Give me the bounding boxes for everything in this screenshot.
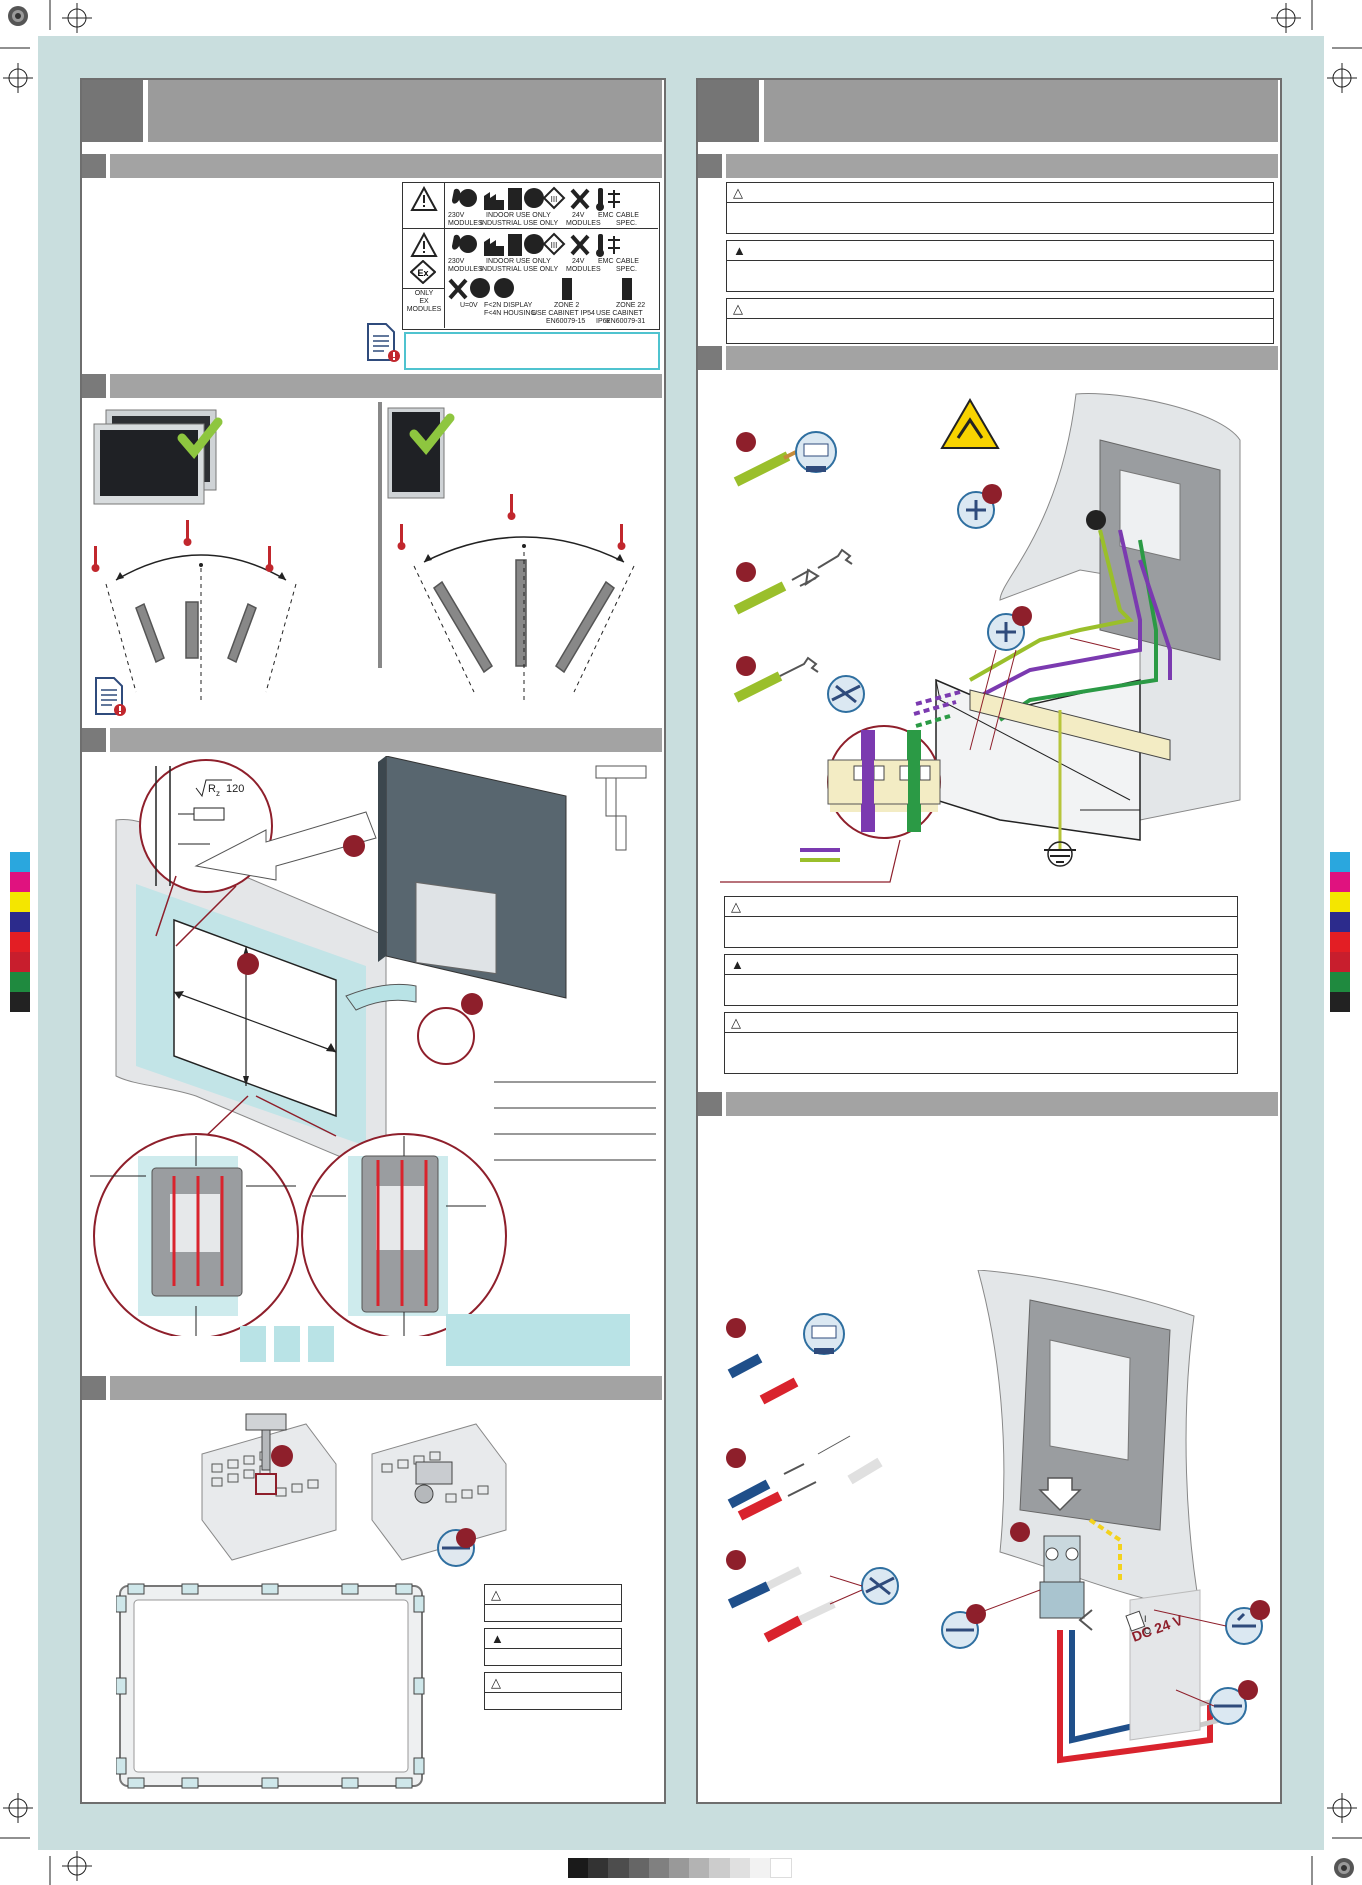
caution-icon: △ bbox=[491, 1587, 501, 1602]
notice-box-1: △ bbox=[726, 298, 1274, 344]
right-chapter-title bbox=[764, 80, 1278, 142]
section-3-title bbox=[110, 728, 662, 752]
left-chapter-title bbox=[148, 80, 662, 142]
caution-icon-1: △ bbox=[733, 185, 743, 200]
section-3-number bbox=[82, 728, 106, 752]
cutout-diagram: R z 120 bbox=[90, 756, 656, 1336]
warning-icon-2 bbox=[410, 232, 438, 257]
spec-box-2 bbox=[274, 1326, 300, 1362]
registration-mark-top-left bbox=[6, 4, 30, 28]
divider bbox=[378, 402, 382, 668]
ex-modules-label: EX MODULES bbox=[406, 298, 442, 313]
equipotential-bonding-diagram bbox=[720, 393, 1241, 883]
caution-box-2: △ bbox=[724, 896, 1238, 948]
notice-icon: △ bbox=[491, 1675, 501, 1690]
spec-note-box bbox=[446, 1314, 630, 1366]
mounting-clamp-diagram bbox=[201, 1413, 507, 1567]
roughness-symbol: R bbox=[208, 783, 216, 795]
power-connection-diagram: DC 24 V I O bbox=[726, 1270, 1270, 1764]
notice-box-left: △ bbox=[484, 1672, 622, 1710]
warning-icon-filled: ▲ bbox=[491, 1631, 504, 1646]
section-4-number bbox=[82, 1376, 106, 1400]
section-1-title bbox=[110, 154, 662, 178]
section-7-title bbox=[726, 1092, 1278, 1116]
mounting-orientation-landscape bbox=[91, 409, 297, 702]
svg-text:Ex: Ex bbox=[417, 268, 428, 278]
caution-box-1: △ bbox=[726, 182, 1274, 234]
registration-mark-bottom-right bbox=[1332, 1856, 1356, 1880]
switch-off-label: O bbox=[1144, 1626, 1151, 1636]
section-4-title bbox=[110, 1376, 662, 1400]
notice-box-2: △ bbox=[724, 1012, 1238, 1074]
color-bar-left bbox=[10, 852, 30, 1012]
roughness-value: 120 bbox=[226, 783, 244, 795]
spec-box-1 bbox=[240, 1326, 266, 1362]
clamp-positions-frame bbox=[116, 1583, 425, 1789]
section-5-number bbox=[698, 154, 722, 178]
caution-icon-2: △ bbox=[731, 899, 741, 914]
document-warning-icon bbox=[367, 323, 400, 362]
symbol-icons-row-1: III bbox=[452, 186, 620, 211]
section-1-number bbox=[82, 154, 106, 178]
spec-box-3 bbox=[308, 1326, 334, 1362]
left-chapter-number bbox=[82, 80, 143, 142]
warning-box-left: ▲ bbox=[484, 1628, 622, 1666]
mounting-orientation-portrait bbox=[387, 407, 635, 702]
document-warning-icon-2 bbox=[95, 677, 126, 716]
svg-text:III: III bbox=[551, 241, 558, 250]
section-6-number bbox=[698, 346, 722, 370]
section-2-title bbox=[110, 374, 662, 398]
notice-icon-1: △ bbox=[733, 301, 743, 316]
warning-icon bbox=[410, 186, 438, 211]
section-6-title bbox=[726, 346, 1278, 370]
section-5-title bbox=[726, 154, 1278, 178]
warning-icon-1: ▲ bbox=[733, 243, 746, 258]
svg-text:III: III bbox=[551, 195, 558, 204]
warning-icon-2: ▲ bbox=[731, 957, 744, 972]
color-bar-right bbox=[1330, 852, 1350, 1012]
section-7-number bbox=[698, 1092, 722, 1116]
ex-hazard-icon: Ex bbox=[410, 260, 436, 284]
section-2-number bbox=[82, 374, 106, 398]
warning-box-1: ▲ bbox=[726, 240, 1274, 292]
caution-box-left: △ bbox=[484, 1584, 622, 1622]
ex-restriction-icons bbox=[448, 278, 632, 300]
ex-only-label: ONLY bbox=[414, 290, 434, 297]
grayscale-bar bbox=[568, 1858, 793, 1878]
notice-icon-2: △ bbox=[731, 1015, 741, 1030]
roughness-subscript: z bbox=[216, 789, 220, 798]
right-chapter-number bbox=[698, 80, 759, 142]
switch-on-label: I bbox=[1144, 1614, 1147, 1624]
note-box bbox=[404, 332, 660, 370]
warning-box-2: ▲ bbox=[724, 954, 1238, 1006]
symbol-icons-row-2: III bbox=[452, 232, 620, 257]
